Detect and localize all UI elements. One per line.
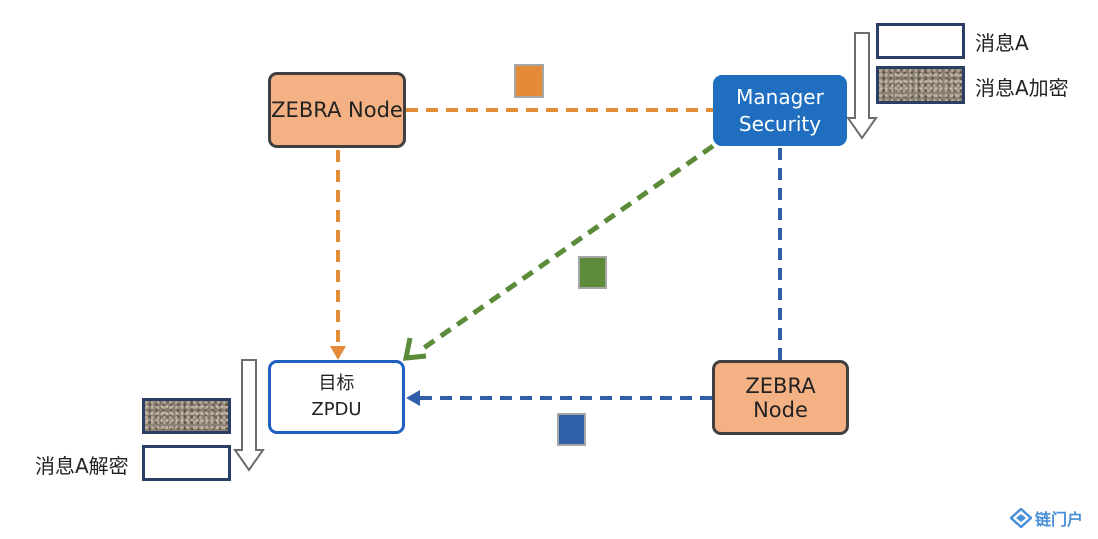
green-arrowhead xyxy=(402,337,427,361)
encrypt-down-arrow-icon xyxy=(846,32,878,140)
target-label-line2: ZPDU xyxy=(311,399,362,420)
message-a-label: 消息A xyxy=(975,31,1029,55)
message-a-encrypted-label: 消息A加密 xyxy=(975,76,1069,100)
blue-arrowhead xyxy=(406,390,420,406)
orange-message-square xyxy=(514,64,544,98)
manager-security-label-line1: Manager xyxy=(736,84,824,109)
manager-security-label-line2: Security xyxy=(738,111,822,136)
target-label-line1: 目标 xyxy=(318,373,355,394)
decrypt-down-arrow-icon xyxy=(233,359,265,472)
zebra-node-bottom: ZEBRA Node xyxy=(712,360,849,435)
green-message-square xyxy=(578,256,607,289)
message-a-decrypted-label: 消息A解密 xyxy=(35,454,129,478)
encrypted-message-box-top xyxy=(876,66,965,104)
brand-logo-text: 链门户 xyxy=(1035,510,1084,529)
blue-message-square xyxy=(557,413,586,446)
brand-logo: 链门户 xyxy=(1010,506,1083,530)
encrypted-message-box-bottom xyxy=(142,398,231,434)
zebra-node-bottom-label: ZEBRA Node xyxy=(745,373,816,422)
orange-arrowhead xyxy=(330,346,346,360)
plain-message-box-bottom xyxy=(142,445,231,481)
zebra-node-top: ZEBRA Node xyxy=(268,72,406,148)
target-zpdu-node: 目标 ZPDU xyxy=(268,360,405,434)
manager-security-node: Manager Security xyxy=(713,75,847,146)
plain-message-box-top xyxy=(876,23,965,59)
diamond-logo-icon xyxy=(1010,508,1032,528)
green-link-diagonal xyxy=(416,143,715,355)
zebra-node-top-label: ZEBRA Node xyxy=(271,98,403,122)
